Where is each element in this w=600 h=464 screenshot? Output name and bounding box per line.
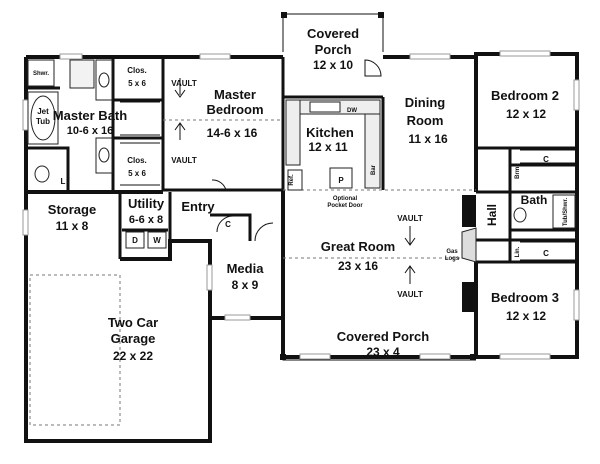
windows: [22, 50, 580, 360]
broom-closet-label: Brm.: [515, 165, 521, 179]
master-bedroom-size: 14-6 x 16: [207, 126, 258, 140]
shower-fixture: [27, 59, 55, 87]
dryer-label: D: [132, 236, 138, 245]
dining-room-size: 11 x 16: [408, 132, 448, 146]
closet-upper-name: Clos.: [127, 66, 147, 75]
linen-closet-label: Lin.: [515, 246, 521, 257]
closet-upper-size: 5 x 6: [128, 79, 146, 88]
bedroom3-closet-label: C: [543, 249, 549, 258]
entry-closet-label: C: [225, 220, 231, 229]
tub-shower-label: Tub/Shwr.: [563, 198, 569, 227]
closet-lower-name: Clos.: [127, 156, 147, 165]
covered-porch-bottom-name: Covered Porch: [337, 329, 430, 344]
great-room-name: Great Room: [321, 239, 395, 254]
exterior-walls: [24, 12, 579, 443]
bar-label: Bar: [371, 164, 377, 175]
bedroom3-name: Bedroom 3: [491, 290, 559, 305]
interior-walls: [26, 57, 577, 264]
bedroom3-size: 12 x 12: [506, 309, 546, 323]
great-room-size: 23 x 16: [338, 259, 378, 273]
pantry-label: P: [338, 176, 344, 185]
cabs-upper-label: Cabs.: [468, 205, 474, 222]
vault-label-1: VAULT: [171, 79, 197, 88]
hall-name: Hall: [485, 204, 499, 226]
bedroom2-name: Bedroom 2: [491, 88, 559, 103]
bedroom2-closet-label: C: [543, 155, 549, 164]
shower-label: Shwr.: [33, 71, 49, 77]
ref-label: Ref.: [289, 174, 295, 186]
vault-label-2: VAULT: [171, 156, 197, 165]
garage-size: 22 x 22: [113, 349, 153, 363]
utility-size: 6-6 x 8: [129, 214, 163, 226]
kitchen-name: Kitchen: [306, 125, 354, 140]
fixtures: [27, 59, 576, 312]
bath-name: Bath: [521, 193, 548, 207]
media-name: Media: [227, 261, 265, 276]
vault-label-4: VAULT: [397, 290, 423, 299]
covered-porch-bottom-size: 23 x 4: [366, 345, 400, 359]
covered-porch-top-size: 12 x 10: [313, 58, 353, 72]
storage-size: 11 x 8: [56, 219, 89, 233]
entry-name: Entry: [181, 199, 215, 214]
vault-label-3: VAULT: [397, 214, 423, 223]
washer-label: W: [153, 236, 161, 245]
closet-lower-size: 5 x 6: [128, 169, 146, 178]
master-bath-size: 10-6 x 16: [67, 125, 113, 137]
jet-tub-fixture: [30, 95, 56, 141]
storage-name: Storage: [48, 202, 96, 217]
linen-label: L: [61, 177, 66, 186]
master-bath-name: Master Bath: [53, 108, 127, 123]
bedroom2-size: 12 x 12: [506, 107, 546, 121]
dashed-lines: [29, 119, 476, 426]
media-size: 8 x 9: [232, 278, 259, 292]
dw-label: DW: [347, 108, 357, 114]
utility-name: Utility: [128, 196, 165, 211]
kitchen-size: 12 x 11: [308, 140, 348, 154]
cabs-lower-label: Cabs.: [468, 294, 474, 311]
